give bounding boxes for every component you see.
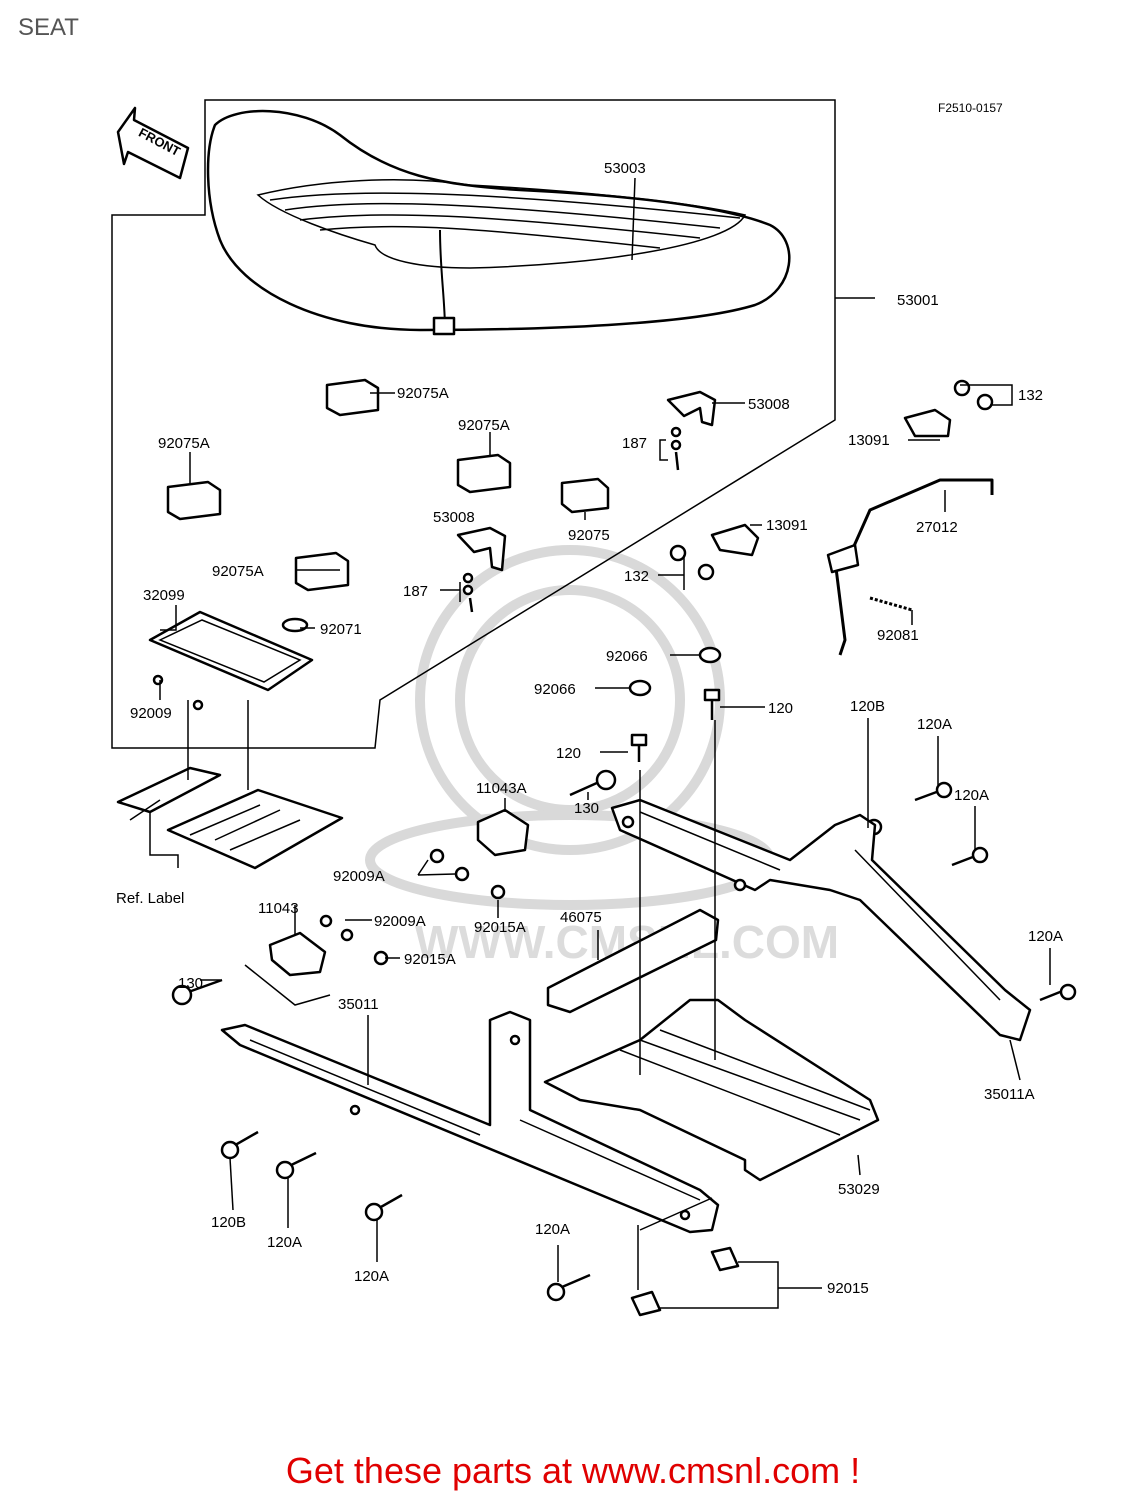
bolt-130-2 <box>171 978 223 1006</box>
hinge-11043 <box>268 914 389 977</box>
damper-92075A-1 <box>325 378 380 417</box>
bracket-13091-2 <box>669 523 760 581</box>
label-27012: 27012 <box>916 519 958 536</box>
bolt-120A-1 <box>914 781 953 802</box>
label-92015: 92015 <box>827 1280 869 1297</box>
label-11043A: 11043A <box>476 780 527 797</box>
parts-diagram: WWW.CMSNL.COM FRONT F2510-0157 <box>111 99 1077 1317</box>
grommet-92066-1 <box>698 646 722 664</box>
label-120B-2: 120B <box>211 1214 246 1231</box>
label-120A-3: 120A <box>1028 928 1063 945</box>
label-53003: 53003 <box>604 160 646 177</box>
label-53008-1: 53008 <box>748 396 790 413</box>
bolt-120B-2 <box>220 1130 259 1160</box>
page-title: SEAT <box>18 14 79 41</box>
label-120-1: 120 <box>768 700 793 717</box>
bolt-120-2 <box>630 733 648 762</box>
label-92009: 92009 <box>130 705 172 722</box>
label-92071: 92071 <box>320 621 362 638</box>
label-92075A-3: 92075A <box>458 417 510 434</box>
label-13091-1: 13091 <box>848 432 890 449</box>
diagram-code: F2510-0157 <box>938 101 1003 115</box>
label-92075: 92075 <box>568 527 610 544</box>
label-11043: 11043 <box>258 900 299 917</box>
label-130-1: 130 <box>574 800 599 817</box>
label-92066-1: 92066 <box>606 648 648 665</box>
bolt-130-1 <box>569 769 617 797</box>
label-35011: 35011 <box>338 996 379 1013</box>
label-132-1: 132 <box>1018 387 1043 404</box>
label-120A-5: 120A <box>354 1268 389 1285</box>
label-13091-2: 13091 <box>766 517 808 534</box>
label-92015A-2: 92015A <box>404 951 456 968</box>
label-187-1: 187 <box>622 435 647 452</box>
trim-46075 <box>546 908 720 1014</box>
bolt-120A-5 <box>364 1193 403 1222</box>
nut-92015-2 <box>630 1290 662 1317</box>
label-92081: 92081 <box>877 627 919 644</box>
label-53008-2: 53008 <box>433 509 475 526</box>
label-92075A-2: 92075A <box>158 435 210 452</box>
label-35011A: 35011A <box>984 1086 1035 1103</box>
reference-labels <box>116 766 344 870</box>
grommet-92066-2 <box>628 679 652 697</box>
part-labels: 53003 53001 92075A 92075A 92075A 92075A … <box>116 160 1063 1297</box>
label-53001: 53001 <box>897 292 939 309</box>
bracket-13091-1 <box>903 379 994 438</box>
label-92015A-1: 92015A <box>474 919 526 936</box>
damper-92075A-2 <box>166 480 222 521</box>
tray-32099 <box>148 610 314 711</box>
bolt-120A-6 <box>546 1273 591 1302</box>
bolt-120-1 <box>703 688 721 720</box>
label-53029: 53029 <box>838 1181 880 1198</box>
damper-92075A-4 <box>294 551 350 592</box>
rod-27012 <box>826 478 994 656</box>
bracket-53008-2 <box>456 526 507 613</box>
label-120B-1: 120B <box>850 698 885 715</box>
front-arrow-icon: FRONT <box>116 106 190 180</box>
bolt-120A-4 <box>275 1151 317 1180</box>
label-92009A-2: 92009A <box>374 913 426 930</box>
label-46075: 46075 <box>560 909 602 926</box>
ref-label: Ref. Label <box>116 890 184 907</box>
base-53029 <box>543 998 880 1182</box>
label-120A-4: 120A <box>267 1234 302 1251</box>
label-92075A-4: 92075A <box>212 563 264 580</box>
label-120-2: 120 <box>556 745 581 762</box>
bracket-53008-1 <box>666 390 717 471</box>
bolt-120A-2 <box>951 846 989 867</box>
label-120A-2: 120A <box>954 787 989 804</box>
assembly-outline <box>111 99 836 749</box>
label-130-2: 130 <box>178 975 203 992</box>
footer-link[interactable]: Get these parts at www.cmsnl.com ! <box>285 1450 861 1491</box>
watermark: WWW.CMSNL.COM <box>365 545 839 968</box>
label-92009A-1: 92009A <box>333 868 385 885</box>
label-92066-2: 92066 <box>534 681 576 698</box>
label-32099: 32099 <box>143 587 185 604</box>
leader-lines <box>149 177 1051 1309</box>
frame-35011A <box>610 798 1032 1042</box>
frame-35011 <box>220 1010 720 1234</box>
label-120A-1: 120A <box>917 716 952 733</box>
label-187-2: 187 <box>403 583 428 600</box>
damper-92075 <box>560 477 610 514</box>
bolt-120A-3 <box>1039 983 1077 1002</box>
label-120A-6: 120A <box>535 1221 570 1238</box>
seat-53001 <box>206 109 791 336</box>
damper-92075A-3 <box>456 453 512 494</box>
label-132-2: 132 <box>624 568 649 585</box>
label-92075A-1: 92075A <box>397 385 449 402</box>
nut-92015-1 <box>710 1246 740 1272</box>
